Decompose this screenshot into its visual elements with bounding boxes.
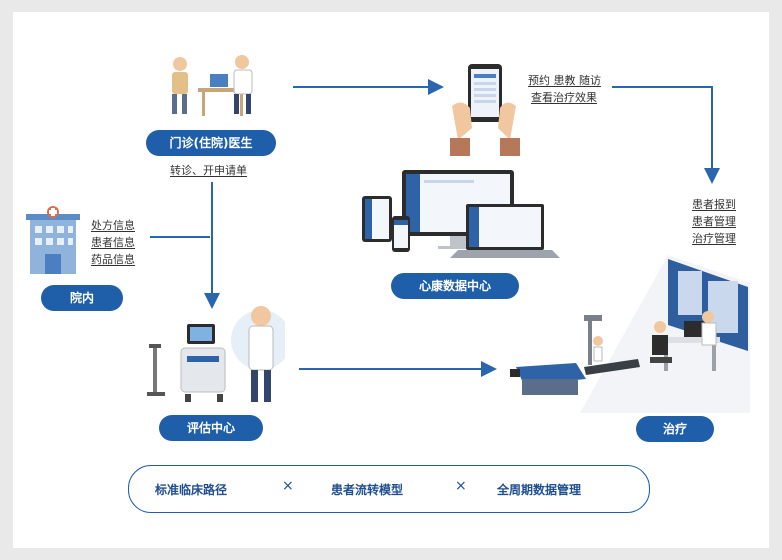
data-center-label: 心康数据中心: [391, 273, 519, 299]
devices-illustration: [362, 170, 560, 258]
treatment-item-patient-mgmt: 患者管理: [692, 215, 736, 228]
treatment-room-illustration: [510, 255, 750, 413]
phone-in-hands-illustration: [450, 64, 520, 156]
assessment-center-illustration: [147, 306, 285, 402]
bottom-summary-bar: 标准临床路径 × 患者流转模型 × 全周期数据管理: [128, 465, 650, 513]
patient-flow-model-label: 患者流转模型: [331, 483, 404, 497]
assessment-center-label: 评估中心: [159, 415, 263, 441]
times-separator-2: ×: [455, 478, 467, 494]
times-separator-1: ×: [282, 478, 294, 494]
hospital-item-prescription: 处方信息: [91, 219, 135, 232]
treatment-item-therapy-mgmt: 治疗管理: [692, 232, 736, 245]
hospital-item-patient: 患者信息: [91, 236, 135, 249]
referral-note: 转诊、开申请单: [170, 164, 247, 177]
full-cycle-data-label: 全周期数据管理: [497, 483, 582, 497]
arrow-app-to-treatment: [612, 86, 720, 184]
doctor-office-label: 门诊(住院)医生: [146, 130, 276, 156]
app-line-2: 查看治疗效果: [531, 91, 597, 104]
clinical-path-label: 标准临床路径: [155, 483, 228, 497]
treatment-label: 治疗: [636, 416, 714, 442]
hospital-label: 院内: [41, 285, 123, 311]
app-line-1: 预约 患教 随访: [528, 74, 601, 87]
treatment-item-checkin: 患者报到: [692, 198, 736, 211]
hospital-item-drug: 药品信息: [91, 253, 135, 266]
doctor-consultation-illustration: [172, 55, 253, 116]
hospital-building-icon: [26, 206, 80, 274]
